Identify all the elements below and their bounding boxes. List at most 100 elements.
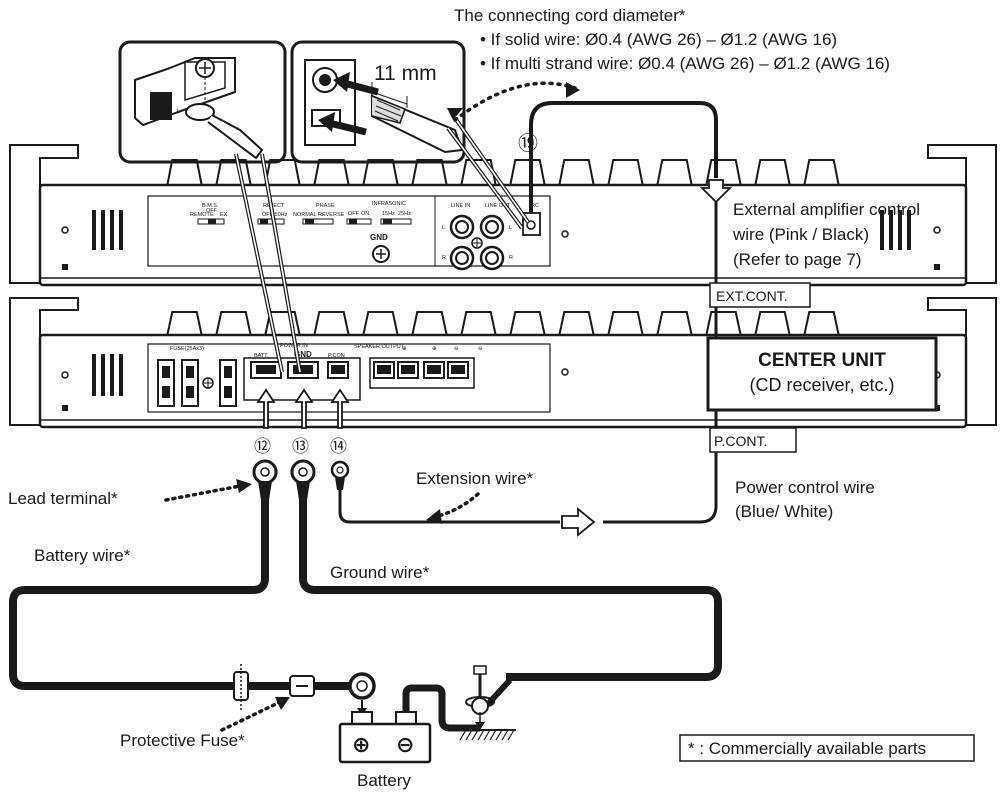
- cord-spec-solid: • If solid wire: Ø0.4 (AWG 26) – Ø1.2 (A…: [480, 30, 837, 49]
- power-ctrl-line-1: Power control wire: [735, 478, 875, 497]
- ext-amp-line-2: wire (Pink / Black): [732, 225, 869, 244]
- batt-label: BATT.: [254, 353, 269, 359]
- lead-terminal-label: Lead terminal*: [8, 489, 118, 508]
- center-unit-title: CENTER UNIT: [758, 350, 886, 371]
- rca-line-in-r[interactable]: [449, 245, 475, 271]
- callout-19: ⑲: [518, 132, 538, 155]
- speaker-output-label: SPEAKER OUTPUT: [354, 344, 405, 350]
- pcon-label: P.CON: [328, 353, 345, 359]
- speaker-terminal-4[interactable]: [447, 361, 469, 379]
- bms-ex-label: EX: [220, 212, 228, 218]
- rc-label: RC: [531, 203, 539, 209]
- vent-left-top: [92, 210, 123, 250]
- ch-r-label-out: R: [509, 255, 513, 261]
- speaker-plus-2: ⊕: [432, 346, 437, 352]
- cord-spec-multi: • If multi strand wire: Ø0.4 (AWG 26) – …: [480, 54, 890, 73]
- power-wiring: ⑫ ⑬ ⑭: [9, 388, 722, 764]
- bms-remote-label: REMOTE: [190, 212, 214, 218]
- phase-switch[interactable]: [302, 218, 334, 225]
- rca-line-out-r[interactable]: [479, 245, 505, 271]
- lead-terminal-pcon: [330, 460, 350, 490]
- protective-fuse: [289, 675, 315, 697]
- ch-l-label-out: L: [509, 225, 512, 231]
- ground-bolt: [465, 665, 513, 730]
- protective-fuse-label: Protective Fuse*: [120, 731, 245, 750]
- cord-spec-title: The connecting cord diameter*: [454, 6, 686, 25]
- power-ctrl-line-2: (Blue/ White): [735, 502, 833, 521]
- battery-plus-icon: ⊕: [352, 732, 370, 757]
- fuse-label: FUSE(25Ax3): [170, 346, 204, 352]
- ch-l-label: L: [442, 225, 445, 231]
- center-unit-box: [706, 336, 938, 412]
- phase-label: PHASE: [316, 203, 335, 209]
- ch-r-label: R: [442, 255, 446, 261]
- part-labels: Lead terminal* Battery wire* Ground wire…: [8, 469, 975, 790]
- freq-15: 15Hz: [382, 211, 395, 217]
- infrasonic-off: OFF: [348, 211, 360, 217]
- fuse-2[interactable]: [181, 359, 199, 407]
- vent-left-bottom: [92, 354, 123, 396]
- ground-wire-label: Ground wire*: [330, 563, 430, 582]
- freq-switch[interactable]: [380, 218, 412, 225]
- fuse-1[interactable]: [157, 359, 175, 407]
- reject-options: OFF 50Hz: [262, 212, 288, 218]
- lead-terminal-gnd: [290, 459, 316, 500]
- bms-label: B.M.S.: [202, 203, 219, 209]
- bms-off-label: OFF: [206, 208, 218, 214]
- inset-battery-terminal-detail: [118, 40, 287, 164]
- extension-wire-label: Extension wire*: [416, 469, 534, 488]
- speaker-plus-1: ⊕: [402, 346, 407, 352]
- batt-terminal[interactable]: [250, 361, 282, 379]
- p-cont-label: P.CONT.: [714, 433, 767, 449]
- infrasonic-label: INFRASONIC: [372, 201, 406, 207]
- vent-right-top: [880, 210, 911, 250]
- ext-control-wire: ⑲: [518, 101, 733, 338]
- grommet: [233, 664, 249, 710]
- chassis-ground: [459, 729, 516, 741]
- gnd-power-terminal[interactable]: [287, 361, 319, 379]
- infrasonic-switch[interactable]: [346, 218, 372, 225]
- pcon-terminal[interactable]: [327, 361, 349, 379]
- gnd-label-bottom: GND: [294, 350, 312, 359]
- reject-switch[interactable]: [257, 218, 285, 225]
- callout-13: ⑬: [292, 437, 309, 456]
- infrasonic-on: ON: [361, 211, 369, 217]
- commercial-note-box: [679, 734, 975, 762]
- lead-terminal-batt: [252, 459, 278, 500]
- ext-cont-label: EXT.CONT.: [716, 288, 788, 304]
- speaker-minus-1: ⊖: [454, 346, 459, 352]
- battery-ring-terminal: [348, 672, 376, 716]
- battery-minus-icon: ⊖: [396, 732, 414, 757]
- callout-14: ⑭: [330, 437, 347, 456]
- battery-wire-label: Battery wire*: [34, 546, 131, 565]
- center-unit-sub: (CD receiver, etc.): [749, 375, 894, 395]
- rca-line-out-l[interactable]: [479, 214, 505, 240]
- speaker-terminal-2[interactable]: [397, 361, 419, 379]
- gnd-label-top: GND: [370, 233, 388, 242]
- rca-line-in-l[interactable]: [449, 214, 475, 240]
- battery-label: Battery: [357, 771, 411, 790]
- reject-label: REJECT: [263, 203, 285, 209]
- ext-cont-box: [709, 282, 811, 308]
- line-out-label: LINE OUT: [485, 203, 511, 209]
- commercial-note: * : Commercially available parts: [688, 739, 926, 758]
- phase-normal: NORMAL: [293, 212, 317, 218]
- callout-12: ⑫: [254, 437, 271, 456]
- cord-spec: The connecting cord diameter* • If solid…: [447, 6, 890, 122]
- speaker-minus-2: ⊖: [478, 346, 483, 352]
- fuse-3[interactable]: [219, 359, 237, 407]
- inset-wire-strip-detail: 11 mm: [290, 40, 466, 164]
- phase-reverse: REVERSE: [318, 212, 345, 218]
- battery: ⊕ ⊖: [338, 711, 432, 764]
- ext-amp-line-3: (Refer to page 7): [733, 250, 862, 269]
- line-in-label: LINE IN: [451, 203, 470, 209]
- inset-leader-lines: [234, 116, 530, 373]
- freq-25: 25Hz: [398, 211, 411, 217]
- speaker-terminal-1[interactable]: [373, 361, 395, 379]
- p-cont-box: [709, 427, 797, 453]
- speaker-terminal-3[interactable]: [423, 361, 445, 379]
- center-unit-group: EXT.CONT. CENTER UNIT (CD receiver, etc.…: [706, 200, 938, 521]
- ext-amp-line-1: External amplifier control: [733, 200, 920, 219]
